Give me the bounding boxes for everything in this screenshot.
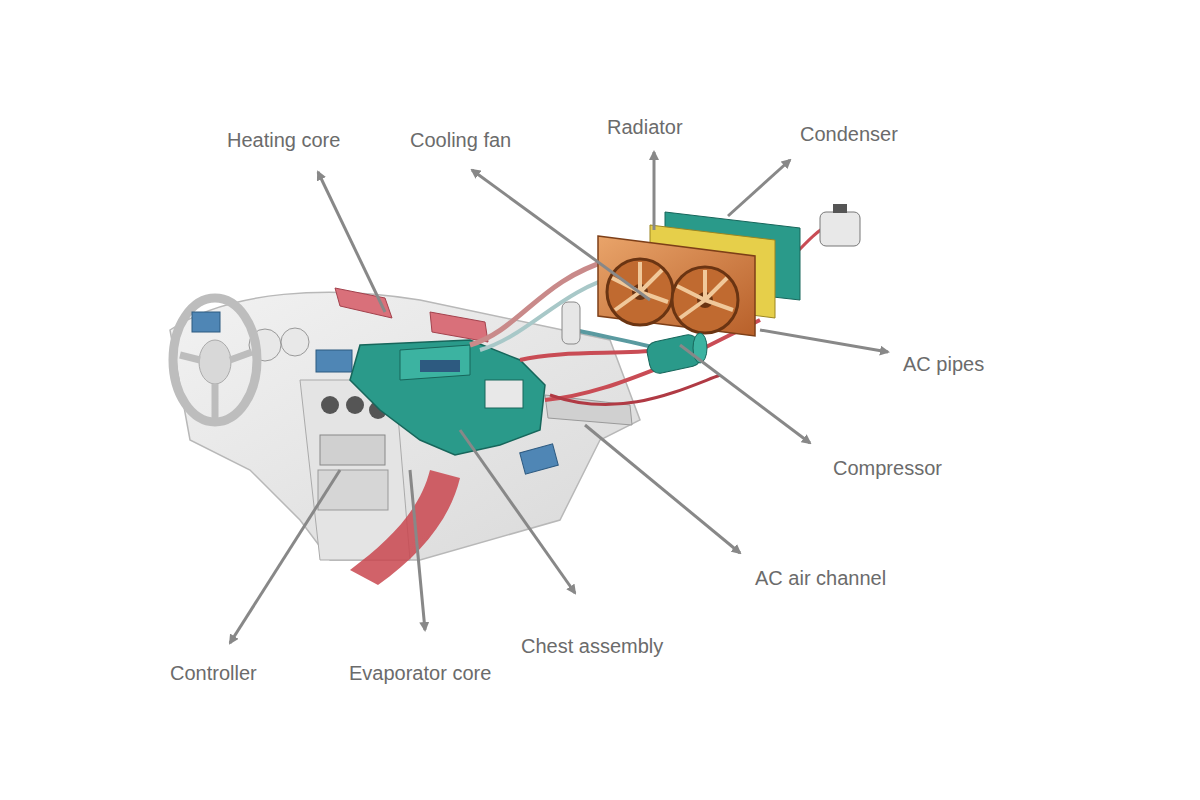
dashboard <box>281 328 309 356</box>
part-label: Heating core <box>227 128 340 152</box>
defrost-duct <box>335 288 392 318</box>
radiator <box>598 236 755 336</box>
cooling-fan <box>612 262 668 310</box>
steering-wheel <box>199 340 231 384</box>
dashboard <box>320 435 385 465</box>
dashboard <box>346 396 364 414</box>
defrost-duct <box>335 288 488 342</box>
cooling-fan <box>607 259 738 333</box>
air-vent <box>192 312 558 474</box>
hvac-box <box>420 360 460 372</box>
expansion-tank <box>833 204 847 213</box>
air-vent <box>316 350 352 372</box>
leader-arrow <box>653 152 656 230</box>
ac-pipe <box>520 350 660 360</box>
air-vent <box>192 312 220 332</box>
leader-arrow <box>318 172 385 312</box>
steering-wheel <box>180 352 252 420</box>
hvac-box <box>485 380 523 408</box>
part-label: Condenser <box>800 122 898 146</box>
hvac-box <box>350 340 545 455</box>
defrost-duct <box>430 312 488 342</box>
part-label: Radiator <box>607 115 683 139</box>
radiator <box>598 236 755 336</box>
dashboard <box>321 396 339 414</box>
receiver-drier <box>562 302 580 344</box>
ac-pipe <box>550 375 720 405</box>
leader-arrow <box>760 330 888 352</box>
part-label: Compressor <box>833 456 942 480</box>
part-label: Cooling fan <box>410 128 511 152</box>
leader-arrow <box>472 170 650 300</box>
leader-arrow <box>230 470 340 643</box>
hvac-box <box>350 340 545 455</box>
part-label: Evaporator core <box>349 661 491 685</box>
expansion-tank <box>820 212 860 246</box>
cooling-fan <box>672 267 738 333</box>
leader-arrow <box>728 160 790 216</box>
steering-wheel <box>173 298 257 422</box>
air-vent <box>520 444 559 474</box>
leader-arrow <box>410 470 425 630</box>
part-label: Controller <box>170 661 257 685</box>
leader-arrow <box>680 345 810 443</box>
leader-arrow <box>230 152 888 643</box>
expansion-tank <box>820 204 860 246</box>
part-label: AC air channel <box>755 566 886 590</box>
receiver-drier <box>562 302 580 344</box>
part-label: AC pipes <box>903 352 984 376</box>
leader-arrow <box>460 430 575 593</box>
part-label: Chest assembly <box>521 634 663 658</box>
compressor <box>645 333 707 375</box>
steering-wheel <box>173 298 257 422</box>
leader-arrow <box>585 425 740 553</box>
cooling-fan <box>677 270 733 318</box>
floor-duct <box>350 470 460 585</box>
hvac-box <box>400 345 470 380</box>
